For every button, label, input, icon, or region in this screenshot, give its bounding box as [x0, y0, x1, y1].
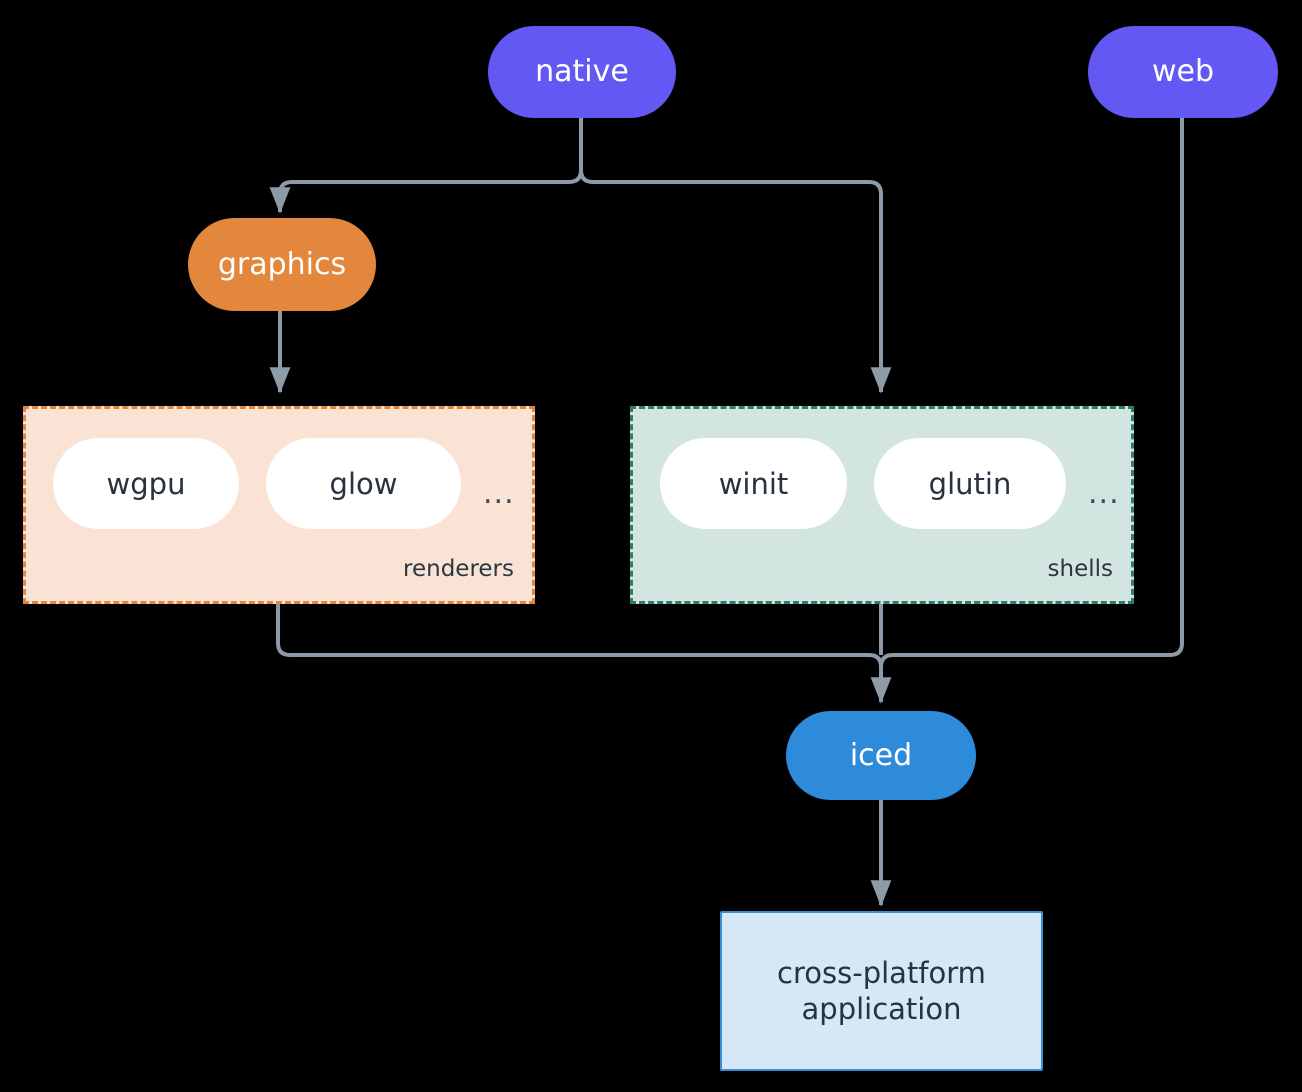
edge-split-right-half [579, 169, 594, 184]
group-shells-label: shells [1047, 556, 1113, 582]
edge-web-to-iced [893, 118, 1184, 657]
subnode-winit-label: winit [718, 466, 789, 501]
node-application[interactable]: cross-platform application [720, 911, 1043, 1071]
subnode-glutin[interactable]: glutin [874, 438, 1066, 529]
node-native[interactable]: native [488, 26, 676, 118]
edge-native-to-shells [593, 180, 892, 394]
edge-merge-to-iced [868, 653, 892, 704]
node-web[interactable]: web [1088, 26, 1278, 118]
node-iced-label: iced [849, 737, 913, 773]
group-renderers-label: renderers [403, 556, 514, 582]
group-shells: winit glutin ... shells [630, 406, 1134, 604]
node-web-label: web [1151, 54, 1215, 90]
subnode-glow[interactable]: glow [266, 438, 461, 529]
edge-native-to-graphics [269, 180, 569, 214]
renderers-more-ellipsis: ... [483, 476, 515, 511]
subnode-wgpu[interactable]: wgpu [53, 438, 239, 529]
subnode-winit[interactable]: winit [660, 438, 847, 529]
subnode-wgpu-label: wgpu [106, 466, 186, 501]
node-application-line1: cross-platform [777, 955, 986, 990]
node-graphics-label: graphics [217, 246, 347, 282]
shells-more-ellipsis: ... [1088, 476, 1120, 511]
node-iced[interactable]: iced [786, 711, 976, 800]
node-native-label: native [535, 54, 629, 90]
node-graphics[interactable]: graphics [188, 218, 376, 311]
edge-renderers-to-iced [276, 604, 869, 657]
subnode-glutin-label: glutin [928, 466, 1012, 501]
node-application-line2: application [801, 992, 962, 1026]
group-renderers: wgpu glow ... renderers [23, 406, 535, 604]
subnode-glow-label: glow [329, 466, 398, 501]
edge-merge-join-right [879, 653, 894, 668]
